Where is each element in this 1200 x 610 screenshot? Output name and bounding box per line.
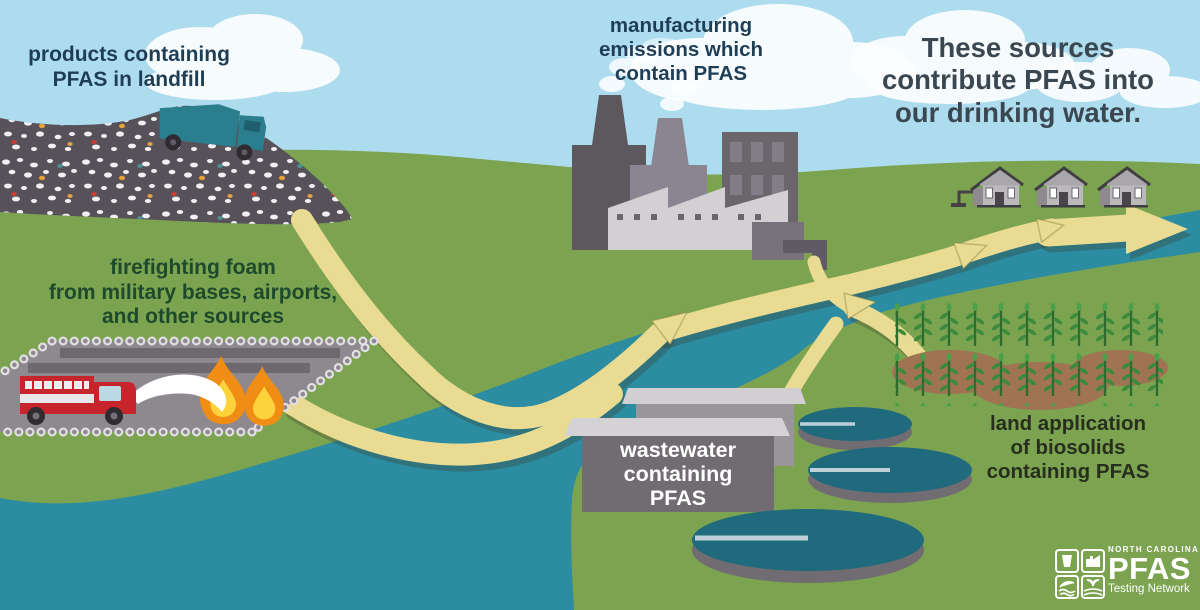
cloud: [1035, 48, 1200, 108]
wastewater-plant: [564, 388, 806, 512]
sawtooth-windows: [617, 214, 761, 220]
logo-acronym: PFAS: [1108, 551, 1191, 586]
final-arrowhead: [1126, 204, 1188, 254]
flow-main: [651, 218, 1063, 343]
discharge-pipe: [783, 240, 827, 270]
cloud: [145, 14, 340, 100]
smokestack-smoke: [599, 38, 716, 111]
logo-subtitle: Testing Network: [1108, 583, 1190, 596]
crop-field: [892, 302, 1168, 410]
field-sprout-icon: [1083, 579, 1103, 596]
flow-arrowheads: [650, 204, 1188, 346]
factory-windows: [730, 142, 784, 195]
logo-text: NORTH CAROLINA PFAS Testing Network: [1108, 545, 1200, 595]
landfill-mound: [0, 105, 352, 225]
water-glass-icon: [1062, 555, 1072, 567]
factory-icon: [1086, 555, 1100, 567]
houses: [951, 166, 1152, 209]
clarifier-tanks: [692, 407, 972, 583]
logo-icon: [1055, 549, 1105, 599]
house-water-pipe: [957, 190, 975, 204]
flow-wastewater: [782, 316, 844, 402]
flow-final: [1034, 214, 1142, 247]
logo-region: NORTH CAROLINA: [1108, 545, 1200, 554]
factory: [572, 38, 827, 270]
garbage-truck: [159, 104, 267, 161]
foam-spray: [130, 374, 227, 412]
fire-truck: [20, 376, 136, 425]
bird-wave-icon: [1058, 580, 1076, 597]
flow-landfill: [291, 209, 670, 430]
